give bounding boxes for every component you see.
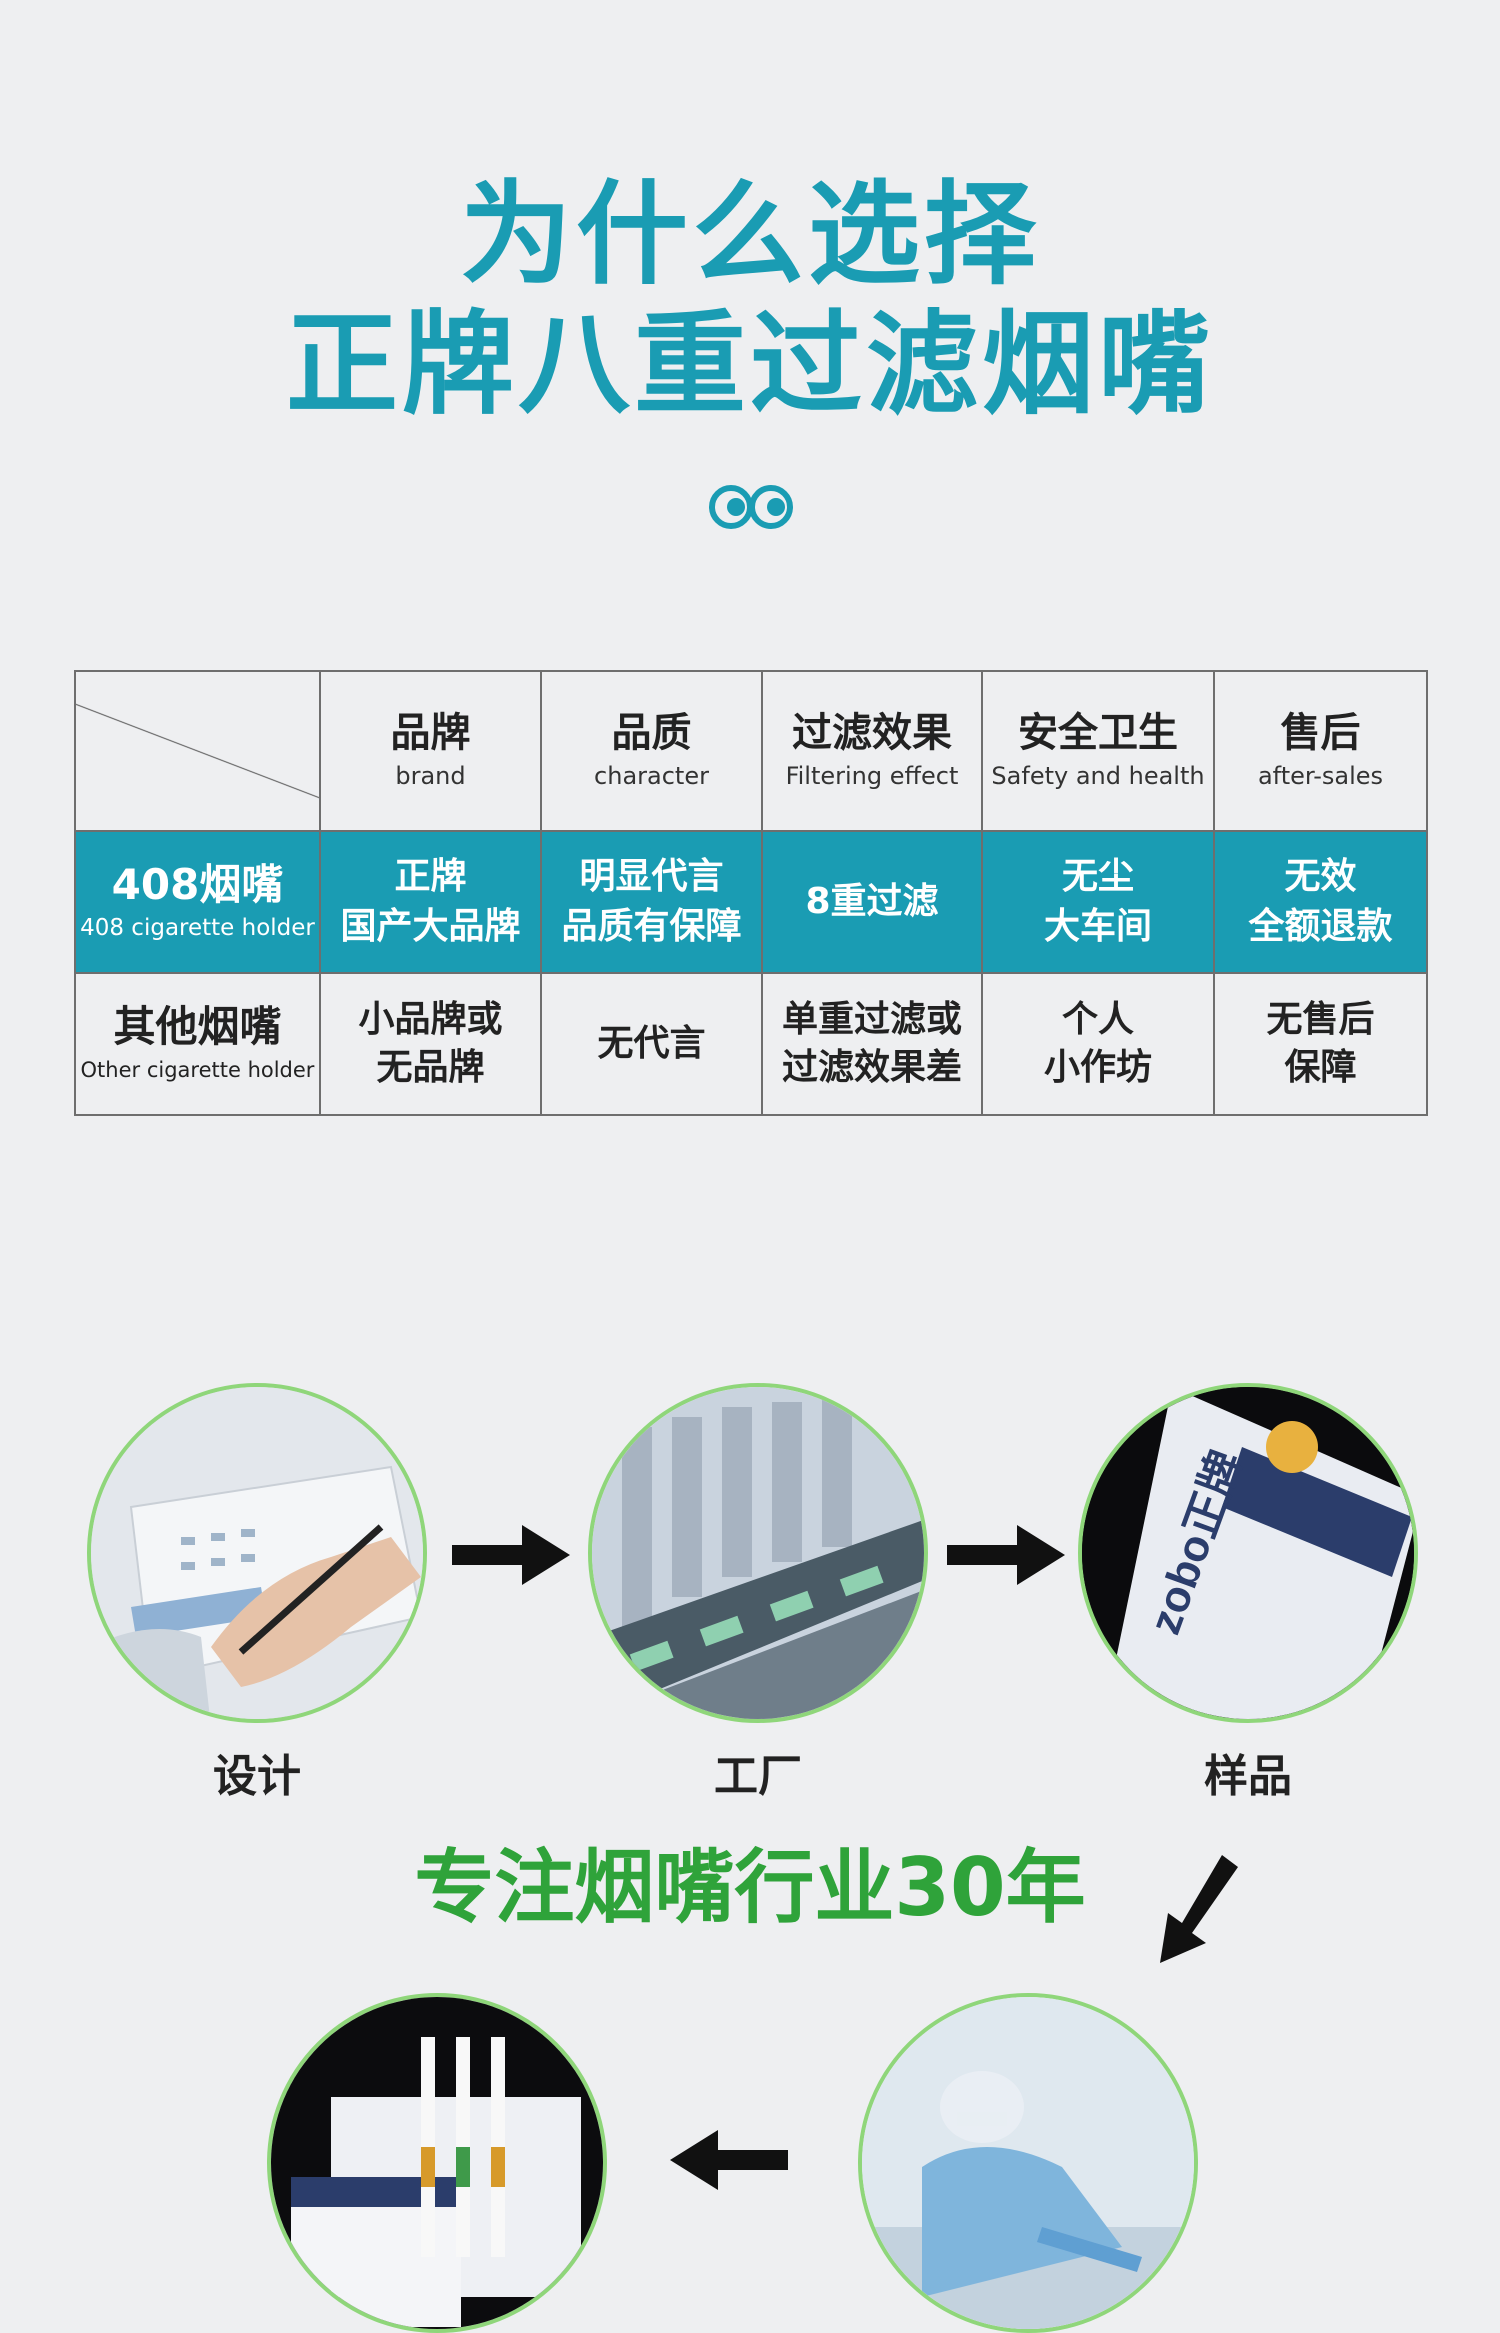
- table-cell: 8重过滤: [761, 830, 983, 974]
- sample-photo: zobo正牌: [1078, 1383, 1418, 1723]
- table-cell: 个人小作坊: [981, 972, 1215, 1116]
- step-caption-factory: 工厂: [714, 1751, 802, 1802]
- corner-cell: [74, 670, 321, 832]
- table-cell: 正牌国产大品牌: [319, 830, 542, 974]
- table-cell: 单重过滤或过滤效果差: [761, 972, 983, 1116]
- arrow-down-left-icon: [1160, 1855, 1238, 1963]
- cleanroom-photo: [858, 1993, 1198, 2333]
- arrow-left-icon: [670, 2130, 788, 2190]
- packaging-photo: [267, 1993, 607, 2333]
- design-photo: [87, 1383, 427, 1723]
- step-caption-sample: 样品: [1204, 1751, 1292, 1802]
- table-cell: 无尘大车间: [981, 830, 1215, 974]
- arrow-right-icon: [452, 1525, 570, 1585]
- design-illustration: [91, 1387, 423, 1719]
- factory-illustration: [592, 1387, 924, 1719]
- headline-line-1: 为什么选择: [460, 170, 1040, 300]
- cleanroom-illustration: [862, 1997, 1194, 2329]
- step-caption-design: 设计: [213, 1751, 301, 1802]
- eyes-icon: [709, 485, 793, 529]
- table-cell: 无效全额退款: [1213, 830, 1428, 974]
- table-cell: 明显代言品质有保障: [540, 830, 763, 974]
- table-cell: 无代言: [540, 972, 763, 1116]
- arrow-right-icon: [947, 1525, 1065, 1585]
- packaging-illustration: [271, 1997, 603, 2329]
- table-cell: 小品牌或无品牌: [319, 972, 542, 1116]
- headline-line-2: 正牌八重过滤烟嘴: [286, 300, 1214, 430]
- sample-illustration: zobo正牌: [1082, 1387, 1414, 1719]
- slogan: 专注烟嘴行业30年: [414, 1841, 1086, 1934]
- factory-photo: [588, 1383, 928, 1723]
- table-cell: 无售后保障: [1213, 972, 1428, 1116]
